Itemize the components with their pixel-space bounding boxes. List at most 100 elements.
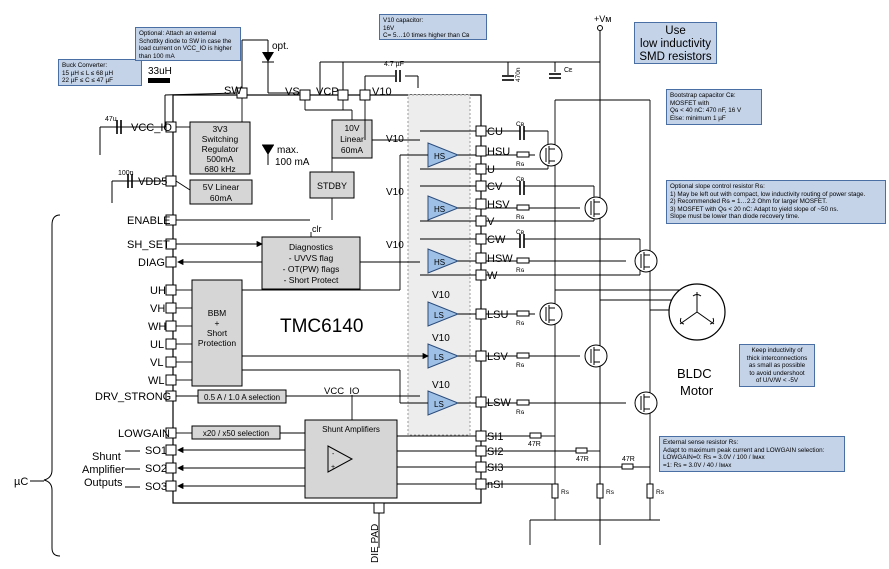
pin-vcc-io: VCC_IO	[131, 122, 172, 134]
pin-si3: SI3	[487, 462, 504, 474]
v10-capacitor-note: V10 capacitor: 16V C= 5…10 times higher …	[379, 14, 487, 40]
svg-text:0.5 A / 1.0 A selection: 0.5 A / 1.0 A selection	[204, 393, 280, 402]
schottky-note: Optional: Attach an external Schottky di…	[135, 27, 241, 61]
svg-text:LS: LS	[434, 400, 444, 409]
shunt-outputs-3: Outputs	[84, 477, 123, 489]
svg-text:Short: Short	[207, 328, 228, 338]
rg-label-6: Rɢ	[516, 409, 525, 416]
shunt-amplifier-block: Shunt Amplifiers - +	[304, 419, 398, 499]
rg-label-4: Rɢ	[516, 320, 525, 327]
cap-ce-label: Cᴇ	[564, 67, 573, 74]
shunt-outputs-1: Shunt	[92, 451, 121, 463]
cap-47u-label: 47u	[105, 116, 117, 123]
pin-so3: SO3	[145, 481, 167, 493]
pin-vl: VL	[150, 357, 163, 369]
rg-label-3: Rɢ	[516, 267, 525, 274]
stdby-block: STDBY	[309, 171, 355, 199]
linear-10v-block: 10V Linear 60mA	[331, 119, 373, 159]
cb-label-v: Cв	[516, 176, 525, 183]
die-pad-pin	[373, 502, 385, 514]
clr-label: clr	[312, 224, 322, 234]
pin-u: U	[487, 164, 495, 176]
rg-label-2: Rɢ	[516, 214, 525, 221]
sense-resistors	[529, 432, 654, 499]
svg-text:Linear: Linear	[340, 134, 364, 144]
pin-si2: SI2	[487, 446, 504, 458]
keep-inductivity-note: Keep inductivity of thick interconnectio…	[739, 344, 815, 387]
v10-label-hs-u: V10	[386, 134, 404, 145]
svg-text:LS: LS	[434, 353, 444, 362]
pin-enable: ENABLE	[127, 215, 170, 227]
pin-ul: UL	[150, 339, 164, 351]
diagnostics-block: Diagnostics - UVVS flag - OT(PW) flags -…	[261, 236, 361, 290]
pin-cw: CW	[487, 234, 506, 246]
svg-text:Switching: Switching	[202, 134, 239, 144]
svg-text:680 kHz: 680 kHz	[204, 164, 235, 174]
svg-text:x20 / x50 selection: x20 / x50 selection	[203, 429, 269, 438]
die-pad-label: DIE PAD	[370, 524, 381, 563]
pin-drv-strong: DRV_STRONG	[95, 391, 171, 403]
pin-hsu: HSU	[487, 146, 510, 158]
shunt-outputs-2: Amplifier	[82, 464, 125, 476]
ls-driver-u: LS	[427, 301, 460, 327]
svg-text:Protection: Protection	[198, 338, 237, 348]
pin-si1: SI1	[487, 431, 504, 443]
svg-text:Diagnostics: Diagnostics	[289, 242, 333, 252]
pin-hsw: HSW	[487, 253, 513, 265]
mosfet-ls-w	[634, 391, 658, 415]
pin-wh: WH	[148, 321, 166, 333]
inductor-33uh	[148, 78, 170, 83]
svg-text:10V: 10V	[344, 123, 359, 133]
low-inductivity-note: Use low inductivity SMD resistors	[634, 22, 717, 64]
cap-100n-label: 100n	[118, 170, 134, 177]
cap-470n-label: 470n	[515, 67, 522, 82]
chip-name: TMC6140	[280, 316, 363, 337]
rg-label-1: Rɢ	[516, 161, 525, 168]
opt-label: opt.	[272, 41, 289, 52]
hs-driver-v: HS	[427, 195, 460, 221]
svg-text:Regulator: Regulator	[202, 144, 239, 154]
svg-text:HS: HS	[434, 152, 445, 161]
motor-label-1: BLDC	[677, 366, 712, 381]
pin-v: V	[487, 216, 495, 228]
pin-vs: VS	[285, 86, 300, 98]
v10-label-ls-u: V10	[432, 290, 450, 301]
rs-label-3: Rs	[656, 489, 665, 496]
v10-label-ls-v: V10	[432, 333, 450, 344]
uc-label: µC	[14, 476, 28, 488]
cap-4-7uf-label: 4.7 µF	[384, 61, 404, 68]
pin-vdd5: VDD5	[138, 176, 167, 188]
rs-label-1: Rs	[561, 489, 570, 496]
motor-label-2: Motor	[680, 383, 714, 398]
rg-resistors	[516, 151, 530, 406]
max-current-label-1: max.	[277, 145, 299, 156]
svg-text:LS: LS	[434, 311, 444, 320]
svg-text:HS: HS	[434, 258, 445, 267]
pin-diag: DIAG	[138, 257, 165, 269]
mosfet-hs-v	[584, 196, 608, 220]
pin-hsv: HSV	[487, 199, 510, 211]
pin-so1: SO1	[145, 445, 167, 457]
max-current-diode	[262, 144, 274, 155]
external-wiring	[99, 30, 601, 545]
svg-text:- Short Protect: - Short Protect	[284, 275, 339, 285]
r47-label-3: 47R	[622, 456, 635, 463]
linear-5v-block: 5V Linear 60mA	[189, 179, 253, 205]
svg-text:+: +	[215, 318, 220, 328]
pin-wl: WL	[148, 375, 165, 387]
svg-text:BBM: BBM	[208, 308, 226, 318]
pin-vcp: VCP	[316, 86, 339, 98]
regulator-block: 3V3 Switching Regulator 500mA 680 kHz	[189, 121, 251, 175]
bbm-block: BBM + Short Protection	[191, 279, 243, 387]
drive-strength-selector: 0.5 A / 1.0 A selection	[197, 389, 287, 404]
cb-label-w: Cв	[516, 229, 525, 236]
pin-sh-set: SH_SET	[127, 239, 170, 251]
internal-wiring	[175, 98, 476, 490]
mosfet-hs-u	[539, 143, 563, 167]
gain-selector: x20 / x50 selection	[191, 425, 281, 440]
mosfet-ls-u	[539, 302, 563, 326]
cap-100n	[127, 174, 133, 188]
v10-label-ls-w: V10	[432, 380, 450, 391]
svg-text:5V Linear: 5V Linear	[203, 182, 240, 192]
svg-text:HS: HS	[434, 205, 445, 214]
